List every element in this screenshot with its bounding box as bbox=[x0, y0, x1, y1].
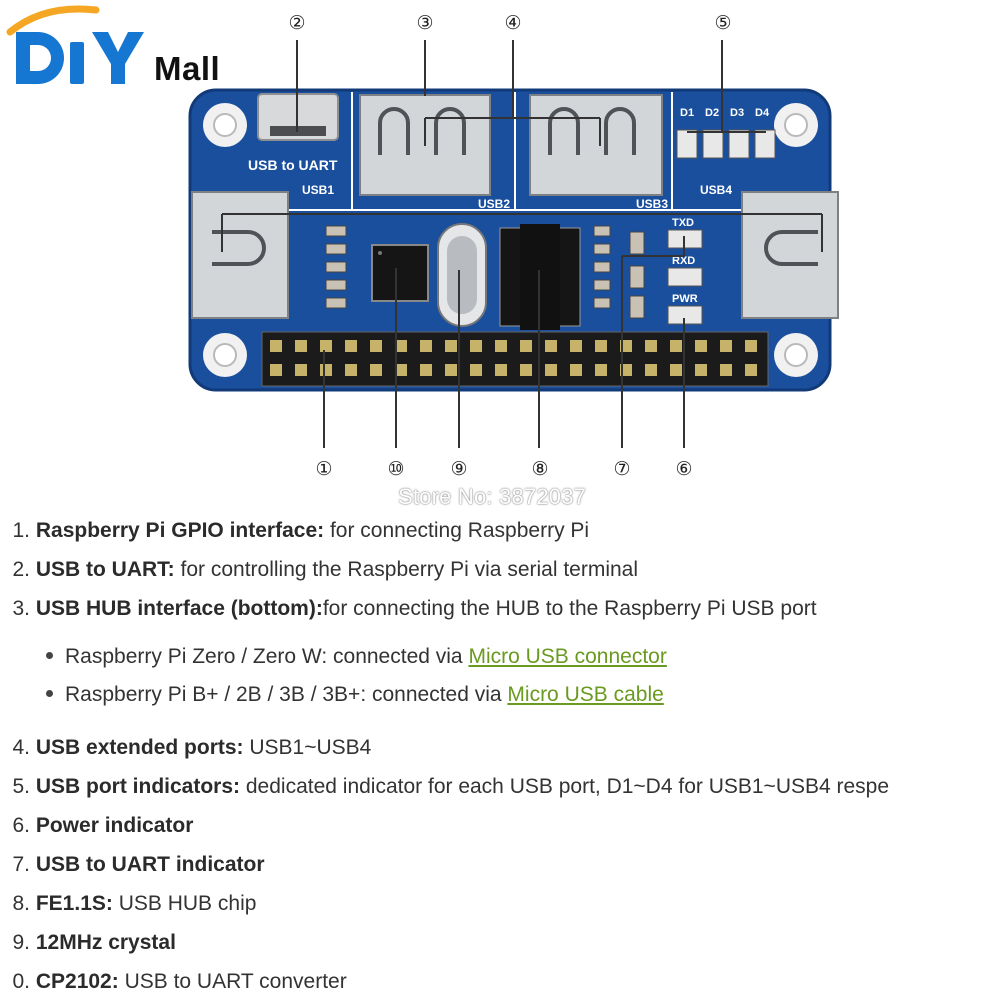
gpio-pin bbox=[320, 340, 332, 352]
gpio-pin bbox=[345, 340, 357, 352]
label-usb1: USB1 bbox=[302, 183, 334, 197]
gpio-pin bbox=[445, 340, 457, 352]
micro-usb-connector-link[interactable]: Micro USB connector bbox=[468, 645, 667, 668]
label-usb-to-uart: USB to UART bbox=[248, 157, 338, 173]
usb4-port bbox=[741, 191, 839, 319]
gpio-pin bbox=[595, 340, 607, 352]
gpio-pin bbox=[495, 364, 507, 376]
gpio-pin bbox=[695, 364, 707, 376]
gpio-pin bbox=[320, 364, 332, 376]
gpio-pin bbox=[570, 340, 582, 352]
sub-item-pi-b: Raspberry Pi B+ / 2B / 3B / 3B+: connect… bbox=[46, 680, 1000, 718]
gpio-pin bbox=[395, 340, 407, 352]
gpio-pin bbox=[545, 364, 557, 376]
gpio-pin bbox=[370, 340, 382, 352]
cp2102-chip bbox=[371, 244, 429, 302]
callout-5: ⑤ bbox=[714, 12, 732, 34]
callout-7: ⑦ bbox=[613, 458, 631, 480]
label-txd: TXD bbox=[672, 217, 694, 229]
feature-item-4: 4. USB extended ports: USB1~USB4 bbox=[12, 736, 372, 759]
gpio-pin bbox=[270, 364, 282, 376]
diy-logo-icon bbox=[6, 5, 144, 84]
label-rxd: RXD bbox=[672, 255, 695, 267]
label-d2: D2 bbox=[705, 107, 719, 119]
gpio-pin bbox=[670, 364, 682, 376]
callout-10: ⑩ bbox=[387, 458, 405, 480]
label-usb4: USB4 bbox=[700, 183, 732, 197]
gpio-pin bbox=[470, 340, 482, 352]
gpio-pin bbox=[295, 340, 307, 352]
feature-item-9: 9. 12MHz crystal bbox=[12, 931, 176, 954]
gpio-pin bbox=[570, 364, 582, 376]
label-d4: D4 bbox=[755, 107, 770, 119]
feature-item-5: 5. USB port indicators: dedicated indica… bbox=[12, 775, 890, 798]
sub-item-pi-zero: Raspberry Pi Zero / Zero W: connected vi… bbox=[46, 642, 1000, 680]
label-usb3: USB3 bbox=[636, 197, 668, 211]
gpio-pin bbox=[720, 340, 732, 352]
callout-1: ① bbox=[315, 458, 333, 480]
feature-item-6: 6. Power indicator bbox=[12, 814, 194, 837]
store-number-watermark: Store No: 3872037 bbox=[398, 484, 587, 509]
passive-components bbox=[325, 225, 645, 319]
micro-usb-cable-link[interactable]: Micro USB cable bbox=[507, 683, 664, 706]
gpio-pin bbox=[645, 340, 657, 352]
gpio-pin bbox=[495, 340, 507, 352]
gpio-pin bbox=[420, 364, 432, 376]
feature-item-2: 2. USB to UART: for controlling the Rasp… bbox=[12, 558, 639, 581]
feature-list: 1. Raspberry Pi GPIO interface: for conn… bbox=[0, 515, 1000, 1005]
feature-item-10: 0. CP2102: USB to UART converter bbox=[12, 970, 347, 993]
usb-hub-board-diagram: USB to UART USB1 USB2 USB3 USB4 D1 D2 D3… bbox=[188, 40, 839, 448]
gpio-pin bbox=[545, 340, 557, 352]
label-d3: D3 bbox=[730, 107, 744, 119]
callout-6: ⑥ bbox=[675, 458, 693, 480]
label-usb2: USB2 bbox=[478, 197, 510, 211]
callout-4: ④ bbox=[504, 12, 522, 34]
gpio-pin bbox=[370, 364, 382, 376]
feature-item-3: 3. USB HUB interface (bottom):for connec… bbox=[12, 597, 817, 620]
feature-item-7: 7. USB to UART indicator bbox=[12, 853, 265, 876]
callout-3: ③ bbox=[416, 12, 434, 34]
gpio-pin bbox=[595, 364, 607, 376]
label-pwr: PWR bbox=[672, 293, 698, 305]
crystal-oscillator bbox=[437, 223, 487, 327]
gpio-pin bbox=[695, 340, 707, 352]
bullet-icon bbox=[46, 689, 53, 697]
gpio-pin bbox=[745, 340, 757, 352]
gpio-pin bbox=[270, 340, 282, 352]
callout-9: ⑨ bbox=[450, 458, 468, 480]
usb3-port bbox=[529, 94, 663, 196]
callout-8: ⑧ bbox=[531, 458, 549, 480]
gpio-pin bbox=[470, 364, 482, 376]
callout-2: ② bbox=[288, 12, 306, 34]
gpio-pin bbox=[420, 340, 432, 352]
gpio-pin bbox=[520, 364, 532, 376]
gpio-pin bbox=[445, 364, 457, 376]
feature-item-8: 8. FE1.1S: USB HUB chip bbox=[12, 892, 257, 915]
gpio-header bbox=[261, 331, 769, 387]
gpio-pin bbox=[670, 340, 682, 352]
bullet-icon bbox=[46, 651, 53, 659]
feature-item-3-sublist: Raspberry Pi Zero / Zero W: connected vi… bbox=[0, 642, 1000, 718]
logo-mall-text: Mall bbox=[154, 50, 221, 87]
gpio-pin bbox=[645, 364, 657, 376]
callout-leader-lines bbox=[221, 40, 823, 448]
usb-port-indicator-leds bbox=[676, 129, 776, 159]
gpio-pin bbox=[720, 364, 732, 376]
diymall-logo: Mall bbox=[4, 2, 244, 92]
gpio-pin bbox=[295, 364, 307, 376]
mounting-holes bbox=[203, 103, 818, 377]
gpio-pin bbox=[345, 364, 357, 376]
gpio-pin bbox=[745, 364, 757, 376]
gpio-pin bbox=[395, 364, 407, 376]
gpio-pin bbox=[520, 340, 532, 352]
feature-item-1: 1. Raspberry Pi GPIO interface: for conn… bbox=[12, 519, 590, 542]
label-d1: D1 bbox=[680, 107, 694, 119]
usb1-port bbox=[191, 191, 289, 319]
